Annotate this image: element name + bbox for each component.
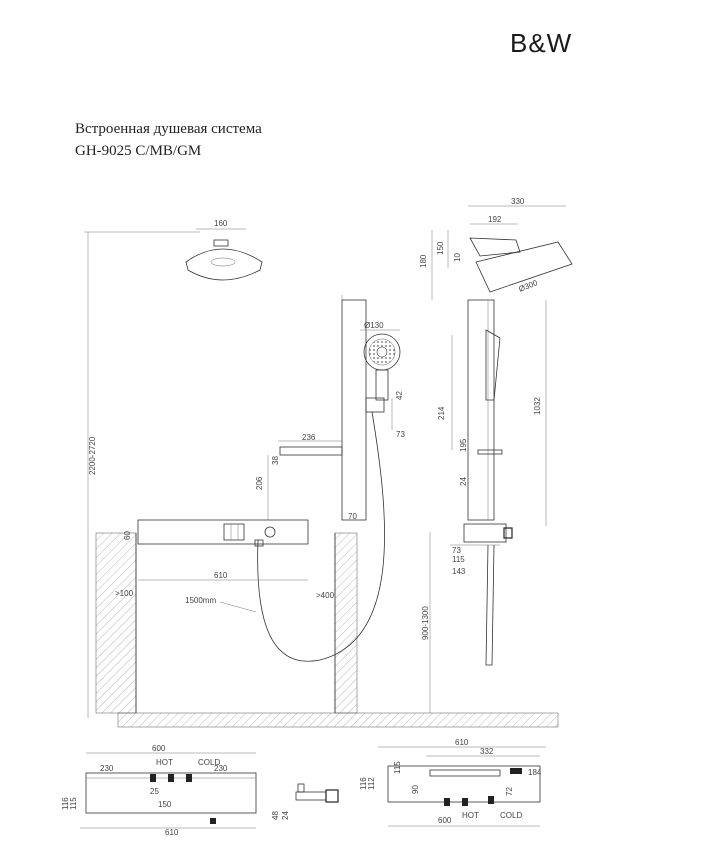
dim-sm-h48: 48 xyxy=(271,811,280,820)
dim-side-w73: 73 xyxy=(452,546,461,555)
dim-rv-h112: 112 xyxy=(367,777,376,790)
dim-side-head-dia: Ø300 xyxy=(517,278,539,294)
label-bv-cold: COLD xyxy=(198,758,220,767)
model-number: GH-9025 C/MB/GM xyxy=(75,143,202,159)
dim-shelf-w236: 236 xyxy=(302,433,316,442)
dim-bv-w610: 610 xyxy=(165,828,179,837)
dim-gap-left: >100 xyxy=(115,589,134,598)
dim-panel-w610: 610 xyxy=(214,571,228,580)
dim-rv-h90: 90 xyxy=(411,785,420,794)
dim-panel-h60: 60 xyxy=(123,531,132,540)
dim-side-h900: 900-1300 xyxy=(421,606,430,640)
dim-bv-w25: 25 xyxy=(150,787,159,796)
dim-bar-w70: 70 xyxy=(348,512,357,521)
label-bv-hot: HOT xyxy=(156,758,173,767)
dim-hand-h73: 73 xyxy=(396,430,405,439)
label-rv-hot: HOT xyxy=(462,811,479,820)
dim-gap-right: >400 xyxy=(316,591,335,600)
dim-bar-h214: 214 xyxy=(437,406,446,420)
dim-bv-w150: 150 xyxy=(158,800,172,809)
side-view: 330 192 150 180 10 Ø300 214 1032 195 24 … xyxy=(419,197,573,713)
dim-rv-w610: 610 xyxy=(455,738,469,747)
dim-bv-w600: 600 xyxy=(152,744,166,753)
dim-side-w115: 115 xyxy=(452,555,465,564)
dim-total-height: 2200-2720 xyxy=(88,436,97,475)
dim-shelf-h206: 206 xyxy=(255,476,264,490)
dim-bv-w230a: 230 xyxy=(100,764,114,773)
dim-side-h10: 10 xyxy=(453,253,462,262)
dim-shelf-h38: 38 xyxy=(271,456,280,465)
dim-rain-head-top: 160 xyxy=(214,219,228,228)
dim-side-h24: 24 xyxy=(459,477,468,486)
small-side-view: 48 24 xyxy=(271,783,339,820)
dim-rv-h116: 116 xyxy=(359,777,368,790)
bottom-front-view: 600 230 HOT COLD 230 25 150 116 115 610 xyxy=(61,744,257,837)
dim-side-h150: 150 xyxy=(436,241,445,255)
front-view: 2200-2720 160 Ø130 42 73 236 38 206 70 xyxy=(84,219,559,728)
dim-side-arm: 192 xyxy=(488,215,502,224)
dim-hand-h42: 42 xyxy=(395,391,404,400)
dim-rv-h115: 115 xyxy=(393,761,402,774)
dim-side-w143: 143 xyxy=(452,567,466,576)
dim-rv-w332: 332 xyxy=(480,747,494,756)
dim-bv-h116: 116 xyxy=(61,797,70,810)
label-rv-cold: COLD xyxy=(500,811,522,820)
brand-logo: B&W xyxy=(510,28,573,58)
dim-rv-h184: 184 xyxy=(528,768,542,777)
dim-bv-w230b: 230 xyxy=(214,764,228,773)
dim-hand-head-dia: Ø130 xyxy=(364,321,384,330)
dim-bv-h115: 115 xyxy=(69,797,78,810)
dim-sm-h24: 24 xyxy=(281,811,290,820)
bottom-top-view: 610 332 184 115 116 112 90 72 600 HOT CO… xyxy=(359,738,546,827)
dim-side-h180: 180 xyxy=(419,254,428,268)
dim-hose-len: 1500mm xyxy=(185,596,216,605)
dim-rv-h72: 72 xyxy=(505,787,514,796)
dim-side-h1032: 1032 xyxy=(533,397,542,415)
dim-side-h195: 195 xyxy=(459,438,468,452)
dim-side-top-width: 330 xyxy=(511,197,525,206)
page-title: Встроенная душевая система xyxy=(75,121,262,137)
dim-rv-w600: 600 xyxy=(438,816,452,825)
